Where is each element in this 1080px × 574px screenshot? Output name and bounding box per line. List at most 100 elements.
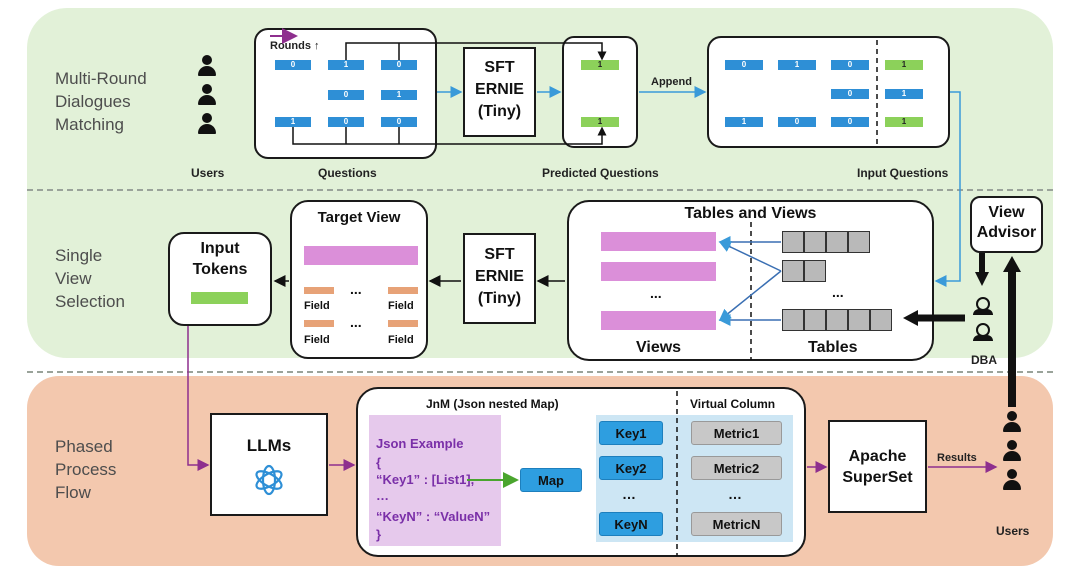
field-label: Field	[304, 300, 330, 312]
field-bar	[304, 287, 334, 294]
user-icon	[1002, 469, 1022, 491]
views-ellipsis: ...	[650, 285, 662, 301]
dba-caption: DBA	[971, 353, 997, 367]
jnm-title: JnM (Json nested Map)	[426, 397, 559, 411]
json-line: {	[376, 455, 382, 470]
users-caption-top: Users	[191, 166, 225, 180]
input-token: 0	[778, 117, 816, 127]
input-token-new: 1	[885, 60, 923, 70]
field-bar	[388, 287, 418, 294]
input-token: 0	[725, 60, 763, 70]
openai-logo-icon	[255, 464, 283, 496]
table-cell	[804, 231, 826, 253]
view-bar	[601, 311, 716, 330]
table-cell	[782, 260, 804, 282]
question-token: 0	[328, 90, 364, 100]
tables-and-views-label: Tables and Views	[684, 205, 817, 222]
question-token: 0	[381, 60, 417, 70]
table-cell	[826, 309, 848, 331]
key-item: Key1	[599, 421, 663, 445]
metric-item: Metric1	[691, 421, 782, 445]
user-icon	[197, 55, 217, 77]
predicted-token: 1	[581, 60, 619, 70]
sft-ernie-label-middle: SFT ERNIE (Tiny)	[475, 246, 524, 307]
section-separator-2	[27, 371, 1053, 373]
user-icon	[197, 84, 217, 106]
input-token: 0	[831, 117, 869, 127]
table-cell	[804, 309, 826, 331]
json-line: “KeyN” : “ValueN”	[376, 509, 491, 524]
question-token: 0	[381, 117, 417, 127]
metric-item: …	[728, 486, 742, 502]
field-label: Field	[388, 334, 414, 346]
field-bar	[304, 320, 334, 327]
append-label: Append	[651, 76, 692, 88]
table-cell	[826, 231, 848, 253]
view-advisor-box	[970, 196, 1043, 253]
table-cell	[870, 309, 892, 331]
key-item: KeyN	[599, 512, 663, 536]
view-bar	[601, 262, 716, 281]
section-label-single-view: Single View Selection	[55, 246, 125, 311]
tables-label: Tables	[808, 339, 858, 356]
input-token: 1	[725, 117, 763, 127]
question-token: 1	[328, 60, 364, 70]
json-line: }	[376, 527, 382, 542]
apache-superset-label: Apache SuperSet	[842, 448, 913, 486]
field-bar	[388, 320, 418, 327]
section-separator-1	[27, 189, 1053, 191]
table-cell	[848, 309, 870, 331]
metric-item: Metric2	[691, 456, 782, 480]
table-cell	[782, 231, 804, 253]
llms-label: LLMs	[246, 436, 292, 455]
table-cell	[848, 231, 870, 253]
key-item: …	[622, 486, 636, 502]
input-token: 1	[885, 89, 923, 99]
user-icon	[1002, 440, 1022, 462]
target-view-bar	[304, 246, 418, 265]
dba-icon-body	[973, 309, 993, 315]
views-label: Views	[636, 339, 682, 356]
question-token: 0	[328, 117, 364, 127]
question-token: 1	[381, 90, 417, 100]
llms-box	[210, 413, 328, 516]
question-token: 0	[275, 60, 311, 70]
results-label: Results	[937, 452, 977, 464]
sft-ernie-label-top: SFT ERNIE (Tiny)	[475, 59, 524, 120]
fields-ellipsis: ...	[350, 314, 362, 330]
view-bar	[601, 232, 716, 251]
json-line: “Key1” : [List1],	[376, 472, 475, 487]
field-label: Field	[304, 334, 330, 346]
section-label-phased-process: Phased Process Flow	[55, 437, 117, 502]
input-token: 0	[831, 60, 869, 70]
user-icon	[1002, 411, 1022, 433]
fields-ellipsis: ...	[350, 281, 362, 297]
table-cell	[782, 309, 804, 331]
predicted-questions-box	[562, 36, 638, 148]
predicted-questions-caption: Predicted Questions	[542, 166, 659, 180]
input-token: 0	[831, 89, 869, 99]
input-token-new: 1	[885, 117, 923, 127]
questions-caption: Questions	[318, 166, 377, 180]
input-questions-caption: Input Questions	[857, 166, 949, 180]
target-view-box	[290, 200, 428, 359]
view-advisor-label: View Advisor	[976, 204, 1037, 241]
json-line: Json Example	[376, 436, 464, 451]
field-label: Field	[388, 300, 414, 312]
apache-superset-box	[828, 420, 927, 513]
rounds-label: Rounds ↑	[270, 40, 320, 52]
users-caption-bottom: Users	[996, 524, 1030, 538]
target-view-label: Target View	[317, 209, 401, 226]
predicted-token: 1	[581, 117, 619, 127]
question-token: 1	[275, 117, 311, 127]
section-label-multi-round: Multi-Round Dialogues Matching	[55, 69, 147, 134]
virtual-column-title: Virtual Column	[690, 397, 776, 411]
dba-icon-body	[973, 335, 993, 341]
sft-ernie-model-middle	[463, 233, 536, 324]
input-tokens-label: Input Tokens	[192, 240, 248, 278]
json-line: …	[376, 488, 389, 503]
input-tokens-box	[168, 232, 272, 326]
user-icon	[197, 113, 217, 135]
key-item: Key2	[599, 456, 663, 480]
input-token-bar	[191, 292, 248, 304]
